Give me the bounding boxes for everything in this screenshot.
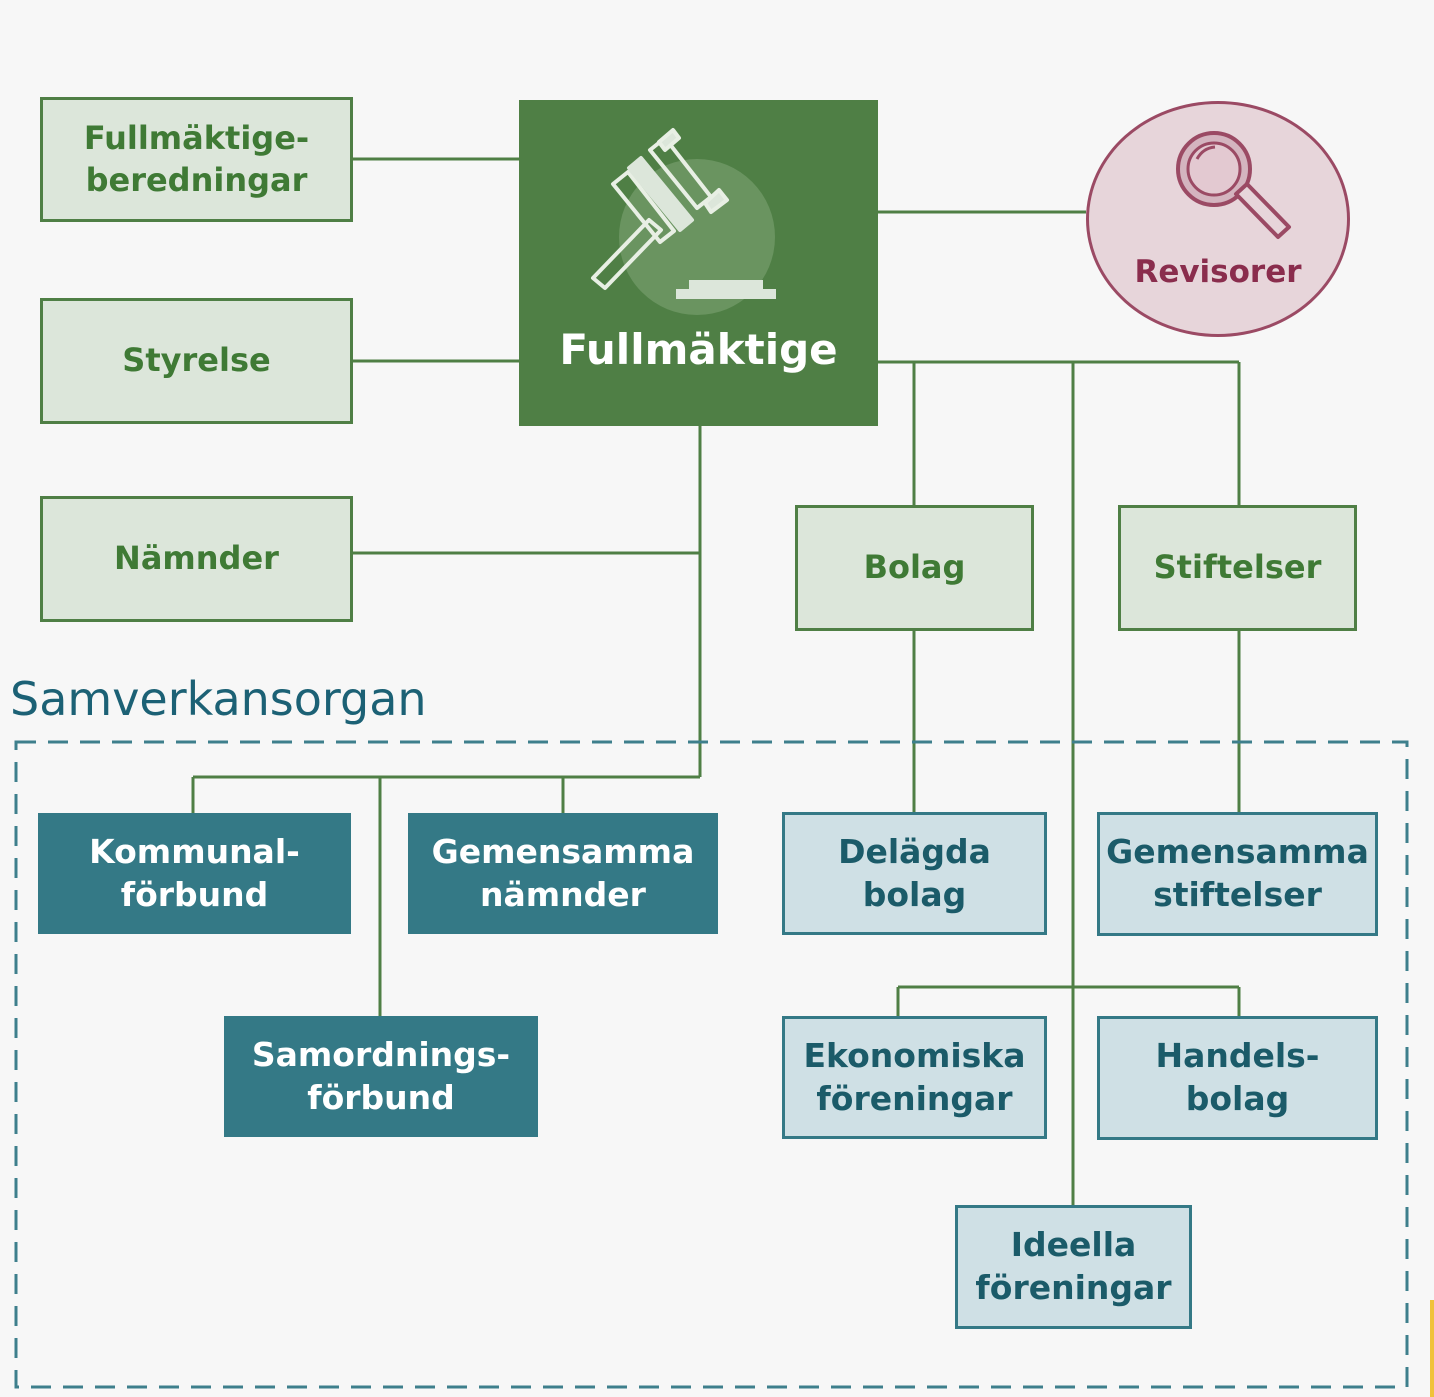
box-ekonomiska-foreningar-line1: Ekonomiska <box>803 1035 1026 1075</box>
box-namnder-label: Nämnder <box>114 539 279 578</box>
box-stiftelser: Stiftelser <box>1118 505 1357 631</box>
box-gemensamma-namnder-line2: nämnder <box>480 874 646 914</box>
box-gemensamma-stiftelser-line1: Gemensamma <box>1106 832 1369 872</box>
box-delagda-bolag-line2: bolag <box>862 874 967 914</box>
box-handelsbolag-line1: Handels- <box>1155 1036 1320 1076</box>
box-styrelse-label: Styrelse <box>122 341 271 380</box>
magnifier-icon <box>1176 131 1291 239</box>
box-delagda-bolag: Delägda bolag <box>782 812 1047 935</box>
box-bolag: Bolag <box>795 505 1034 631</box>
box-styrelse: Styrelse <box>40 298 353 424</box>
corner-accent <box>1430 1300 1434 1397</box>
box-samordningsforbund-line2: förbund <box>307 1077 455 1117</box>
box-kommunalforbund-line1: Kommunal- <box>89 831 300 871</box>
box-gemensamma-stiftelser-line2: stiftelser <box>1153 875 1322 914</box>
box-kommunalforbund-line2: förbund <box>120 874 269 914</box>
box-namnder: Nämnder <box>40 496 353 622</box>
box-gemensamma-namnder-line1: Gemensamma <box>431 831 695 871</box>
box-delagda-bolag-line1: Delägda <box>838 831 991 871</box>
box-fullmaktige: Fullmäktige <box>519 100 878 426</box>
section-title-samverkansorgan: Samverkansorgan <box>10 672 427 726</box>
revisor-label: Revisorer <box>1134 254 1302 290</box>
box-samordningsforbund-line1: Samordnings- <box>251 1034 511 1074</box>
box-gemensamma-namnder: Gemensamma nämnder <box>408 813 718 934</box>
box-ideella-foreningar-line2: föreningar <box>975 1268 1172 1307</box>
box-fullmaktigeberedningar-line2: beredningar <box>85 160 308 199</box>
box-gemensamma-stiftelser: Gemensamma stiftelser <box>1097 812 1378 936</box>
box-ideella-foreningar-line1: Ideella <box>1010 1225 1137 1265</box>
main-title: Fullmäktige <box>559 325 838 374</box>
box-fullmaktigeberedningar-line1: Fullmäktige- <box>83 118 310 157</box>
box-ekonomiska-foreningar-line2: föreningar <box>816 1078 1013 1118</box>
box-kommunalforbund: Kommunal- förbund <box>38 813 351 934</box>
box-handelsbolag-line2: bolag <box>1185 1079 1290 1118</box>
box-samordningsforbund: Samordnings- förbund <box>224 1016 538 1137</box>
gavel-icon <box>591 128 776 315</box>
circle-revisorer: Revisorer <box>1086 101 1350 337</box>
box-bolag-label: Bolag <box>863 548 966 587</box>
box-stiftelser-label: Stiftelser <box>1153 548 1322 587</box>
box-handelsbolag: Handels- bolag <box>1097 1016 1378 1140</box>
box-fullmaktigeberedningar: Fullmäktige- beredningar <box>40 97 353 222</box>
box-ekonomiska-foreningar: Ekonomiska föreningar <box>782 1016 1047 1139</box>
box-ideella-foreningar: Ideella föreningar <box>955 1205 1192 1329</box>
